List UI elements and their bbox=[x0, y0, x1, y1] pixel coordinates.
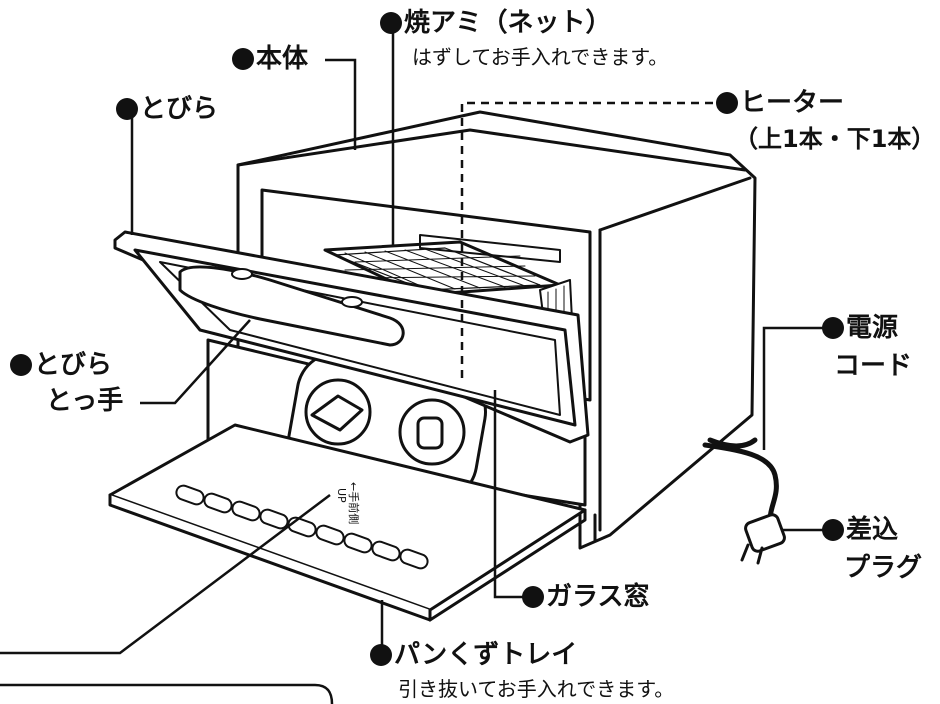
bullet-icon bbox=[522, 586, 544, 608]
tray-marking-line2: UP bbox=[335, 488, 348, 503]
tray-marking: ←手前側 UP bbox=[335, 482, 361, 524]
bullet-icon bbox=[116, 98, 138, 120]
heater-title: ヒーター bbox=[740, 88, 845, 118]
rear-heater-slot bbox=[419, 234, 561, 263]
bullet-icon bbox=[822, 317, 844, 339]
bullet-icon bbox=[10, 354, 32, 376]
label-heater: ヒーター bbox=[716, 88, 844, 118]
label-door-handle: とびら とっ手 bbox=[10, 350, 123, 416]
crumb-tray-panel-edge bbox=[0, 683, 334, 704]
leader-glass-window bbox=[493, 390, 530, 599]
plug-line2: プラグ bbox=[844, 553, 923, 583]
leader-door-handle bbox=[140, 319, 251, 405]
label-grill-net: 焼アミ（ネット） bbox=[380, 8, 611, 38]
crumb-tray-note: 引き抜いてお手入れできます。 bbox=[398, 677, 675, 701]
bullet-icon bbox=[380, 12, 402, 34]
leader-body bbox=[325, 58, 357, 150]
label-body: 本体 bbox=[232, 44, 308, 74]
label-power-cord: 電源 コード bbox=[822, 313, 912, 381]
bullet-icon bbox=[716, 92, 738, 114]
glass-window-title: ガラス窓 bbox=[546, 582, 650, 612]
label-glass-window: ガラス窓 bbox=[522, 582, 649, 612]
power-cord-line2: コード bbox=[834, 351, 913, 381]
door-handle-line2: とっ手 bbox=[46, 386, 124, 416]
grill-net-title: 焼アミ（ネット） bbox=[404, 8, 612, 38]
door-handle-line1: とびら bbox=[34, 350, 113, 380]
body-title: 本体 bbox=[256, 44, 309, 74]
label-door: とびら bbox=[116, 94, 218, 124]
power-cord bbox=[702, 442, 779, 523]
leader-power-cord bbox=[762, 326, 836, 450]
label-plug: 差込 プラグ bbox=[822, 515, 922, 583]
plug-icon bbox=[740, 513, 786, 565]
leader-heater bbox=[460, 101, 727, 380]
timer-knob[interactable] bbox=[398, 398, 466, 466]
label-crumb-tray: パンくずトレイ bbox=[370, 640, 577, 670]
tray-marking-line1: ←手前側 bbox=[347, 482, 361, 524]
power-cord-line1: 電源 bbox=[846, 313, 899, 343]
bullet-icon bbox=[232, 48, 254, 70]
bullet-icon bbox=[822, 519, 844, 541]
door-handle[interactable] bbox=[178, 265, 405, 347]
bullet-icon bbox=[370, 644, 392, 666]
grill-net-note: はずしてお手入れできます。 bbox=[412, 45, 669, 69]
temperature-knob[interactable] bbox=[304, 378, 372, 446]
heater-detail: （上1本・下1本） bbox=[734, 125, 936, 153]
door-title: とびら bbox=[140, 94, 219, 124]
crumb-tray[interactable] bbox=[108, 423, 587, 622]
plug-line1: 差込 bbox=[846, 515, 899, 545]
crumb-tray-title: パンくずトレイ bbox=[394, 640, 578, 670]
